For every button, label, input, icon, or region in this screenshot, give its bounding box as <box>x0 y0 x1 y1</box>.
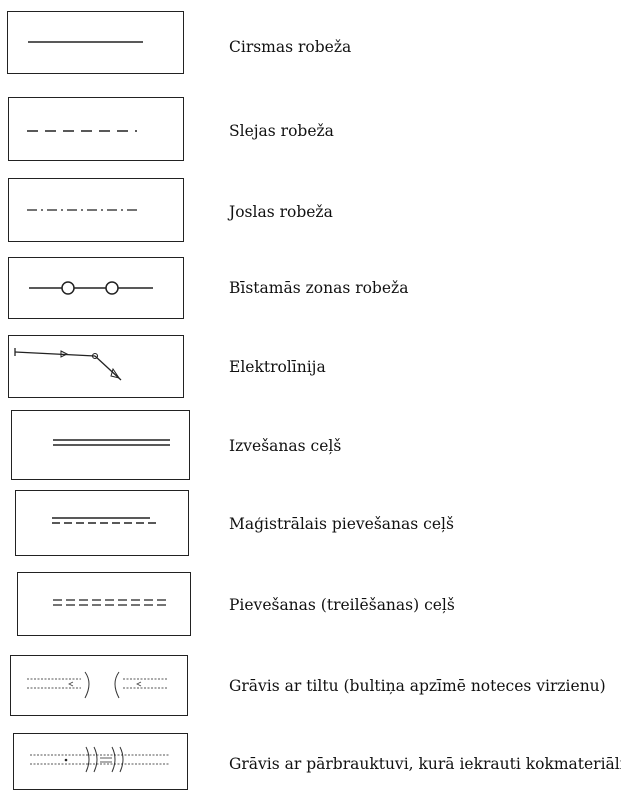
ditch-with-bridge-symbol <box>10 655 188 716</box>
legend-label: Grāvis ar tiltu (bultiņa apzīmē noteces … <box>229 677 606 695</box>
legend-label: Bīstamās zonas robeža <box>229 279 409 297</box>
legend-label: Joslas robeža <box>229 203 333 221</box>
legend-label: Maģistrālais pievešanas ceļš <box>229 515 454 533</box>
solid-line-symbol <box>7 11 184 74</box>
double-dashed-line-symbol <box>17 572 191 636</box>
legend-label: Slejas robeža <box>229 122 334 140</box>
legend-label: Cirsmas robeža <box>229 38 352 56</box>
power-line-symbol <box>8 335 184 398</box>
dash-dot-line-symbol <box>8 178 184 242</box>
legend-label: Pievešanas (treilēšanas) ceļš <box>229 596 455 614</box>
legend-label: Izvešanas ceļš <box>229 437 342 455</box>
solid-and-dashed-line-symbol <box>15 490 189 556</box>
legend-label: Grāvis ar pārbrauktuvi, kurā iekrauti ko… <box>229 755 621 773</box>
double-line-symbol <box>11 410 190 480</box>
legend-label: Elektrolīnija <box>229 358 326 376</box>
line-with-circles-symbol <box>8 257 184 319</box>
ditch-with-crossing-symbol <box>13 733 188 790</box>
dashed-line-symbol <box>8 97 184 161</box>
